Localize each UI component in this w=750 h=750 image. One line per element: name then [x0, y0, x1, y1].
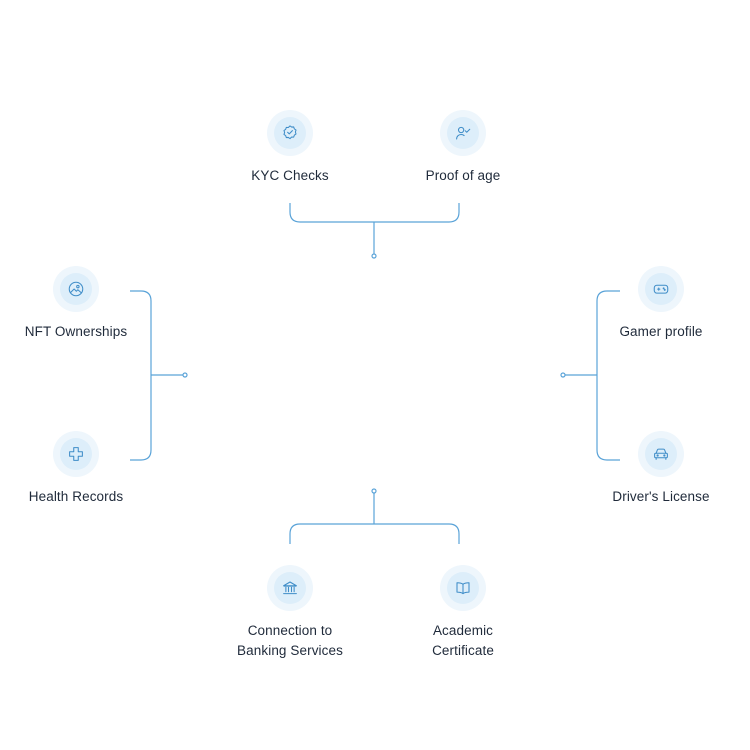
- top-bracket: [289, 203, 460, 223]
- icon-ring: [53, 266, 99, 312]
- node-label: Health Records: [28, 489, 124, 504]
- icon-ring: [53, 431, 99, 477]
- node-label: NFT Ownerships: [24, 324, 128, 339]
- icon-ring: [638, 431, 684, 477]
- book-icon: [447, 572, 479, 604]
- top-connector-dot: [371, 253, 377, 259]
- node-kyc-checks: KYC Checks: [200, 110, 380, 186]
- node-label: Academic Certificate: [373, 621, 553, 661]
- node-label-line: Academic: [432, 623, 494, 638]
- node-label: Driver's License: [612, 489, 710, 504]
- node-label-line: Connection to: [247, 623, 333, 638]
- node-label-line: Certificate: [432, 643, 494, 658]
- node-proof-of-age: Proof of age: [373, 110, 553, 186]
- user-check-icon: [447, 117, 479, 149]
- image-icon: [60, 273, 92, 305]
- right-connector-dot: [560, 372, 566, 378]
- icon-ring: [638, 266, 684, 312]
- node-label-line: Banking Services: [237, 643, 343, 658]
- icon-ring: [440, 565, 486, 611]
- node-academic-certificate: Academic Certificate: [373, 565, 553, 661]
- bank-icon: [274, 572, 306, 604]
- bottom-bracket: [289, 523, 460, 544]
- car-icon: [645, 438, 677, 470]
- icon-ring: [267, 110, 313, 156]
- node-label: KYC Checks: [251, 168, 329, 183]
- medical-cross-icon: [60, 438, 92, 470]
- node-label: Proof of age: [425, 168, 501, 183]
- badge-check-icon: [274, 117, 306, 149]
- left-connector-dot: [182, 372, 188, 378]
- node-health-records: Health Records: [0, 431, 166, 507]
- node-label: Gamer profile: [619, 324, 703, 339]
- node-drivers-license: Driver's License: [571, 431, 750, 507]
- node-label: Connection to Banking Services: [200, 621, 380, 661]
- icon-ring: [440, 110, 486, 156]
- node-nft-ownerships: NFT Ownerships: [0, 266, 166, 342]
- gamepad-icon: [645, 273, 677, 305]
- bottom-connector-dot: [371, 488, 377, 494]
- node-gamer-profile: Gamer profile: [571, 266, 750, 342]
- icon-ring: [267, 565, 313, 611]
- node-banking-services: Connection to Banking Services: [200, 565, 380, 661]
